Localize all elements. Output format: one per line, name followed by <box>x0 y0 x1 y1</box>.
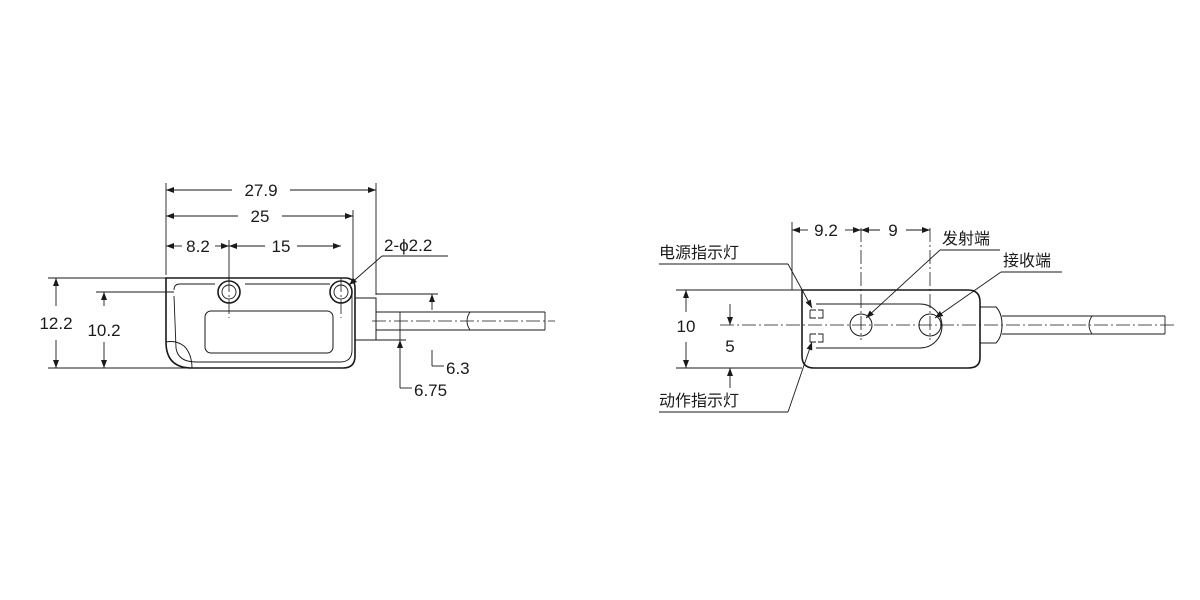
dim-overall-height: 12.2 <box>39 314 72 333</box>
emitter-lens <box>849 313 873 337</box>
dim-hole-spacing: 15 <box>272 237 291 256</box>
power-indicator-led <box>809 309 824 319</box>
top-view: 9.2 9 10 5 电源指示灯 动作指示灯 发射端 接收端 <box>659 221 1175 413</box>
dim-lens-spacing: 9 <box>888 221 897 240</box>
dim-cable-center: 6.3 <box>446 359 470 378</box>
front-window <box>204 310 334 354</box>
top-body-outline <box>801 289 981 369</box>
top-lens-slot <box>816 303 943 349</box>
label-receiver: 接收端 <box>1003 251 1051 270</box>
front-body-outline <box>165 277 356 369</box>
label-emitter: 发射端 <box>942 229 990 248</box>
dim-body-width: 25 <box>251 207 270 226</box>
dim-body-height: 10.2 <box>87 321 120 340</box>
label-action-indicator: 动作指示灯 <box>659 391 739 410</box>
dim-hole-offset: 8.2 <box>186 237 210 256</box>
dim-height: 10 <box>677 317 696 336</box>
action-indicator-led <box>809 333 824 343</box>
dim-holes: 2-ϕ2.2 <box>384 236 432 255</box>
label-power-indicator: 电源指示灯 <box>659 243 739 262</box>
dim-overall-width: 27.9 <box>244 181 277 200</box>
front-view: 27.9 25 8.2 15 2-ϕ2.2 12.2 10.2 6.3 <box>39 181 555 400</box>
front-body-inner-outline <box>173 283 353 363</box>
dim-half-height: 5 <box>725 337 734 356</box>
dim-emitter-offset: 9.2 <box>814 221 838 240</box>
dim-cable-flange: 6.75 <box>414 381 447 400</box>
